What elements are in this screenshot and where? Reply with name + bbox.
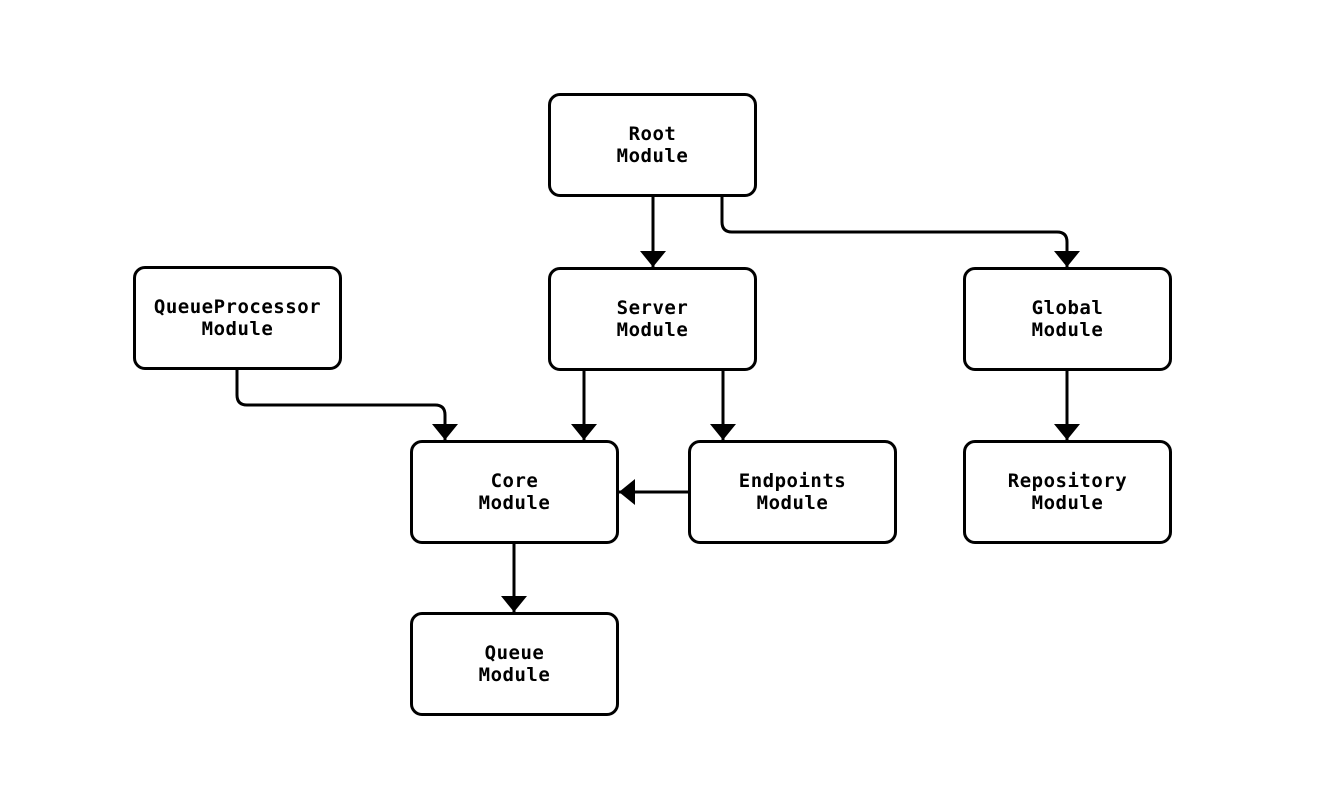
node-core: Core Module [410,440,619,544]
node-label-global: Global Module [1031,297,1104,341]
node-global: Global Module [963,267,1172,371]
node-server: Server Module [548,267,757,371]
node-repository: Repository Module [963,440,1172,544]
node-label-endpoints: Endpoints Module [738,470,847,514]
node-label-queue: Queue Module [478,642,551,686]
node-label-repository: Repository Module [1007,470,1128,514]
node-label-queueprocessor: QueueProcessor Module [153,296,322,340]
node-endpoints: Endpoints Module [688,440,897,544]
node-label-server: Server Module [616,297,689,341]
edge-root-global [720,197,1080,267]
node-label-root: Root Module [616,123,689,167]
node-root: Root Module [548,93,757,197]
edge-queueprocessor-core [235,370,458,440]
node-label-core: Core Module [478,470,551,514]
node-queue: Queue Module [410,612,619,716]
node-queueprocessor: QueueProcessor Module [133,266,342,370]
edges-group [235,197,1080,612]
